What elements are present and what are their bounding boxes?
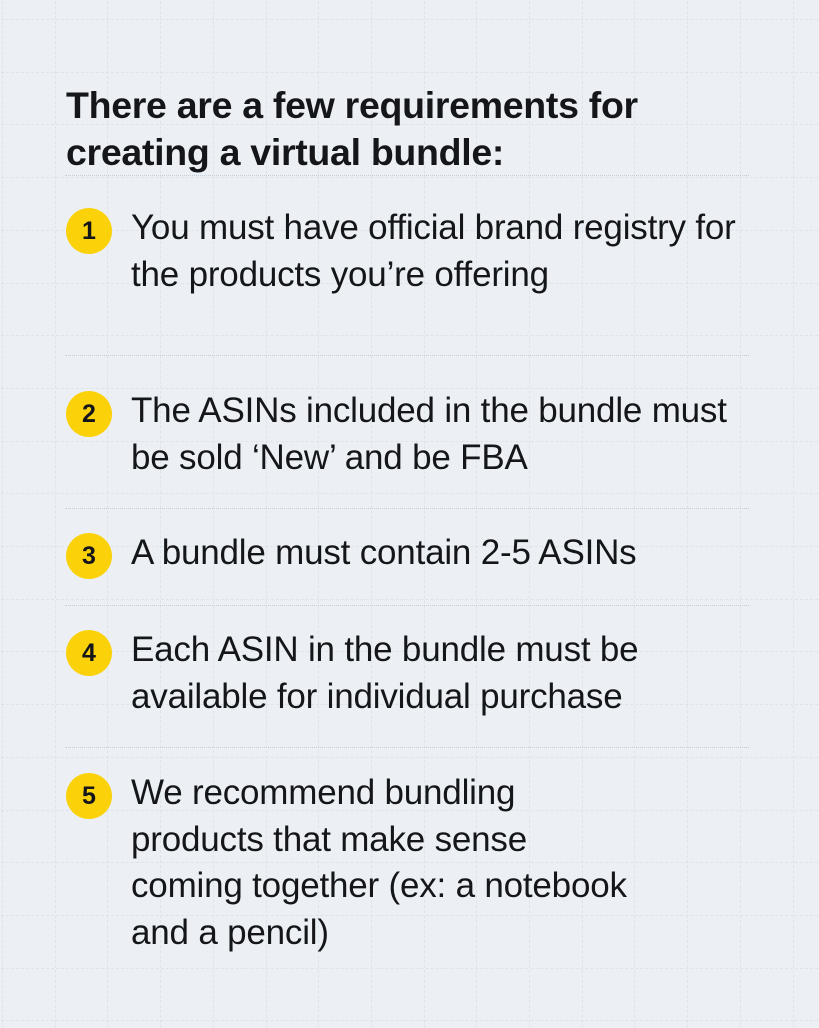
separator-1 [65,175,749,176]
step-number-badge: 2 [66,391,112,437]
grid-line-horizontal [0,19,819,20]
list-item-text: Each ASIN in the bundle must be availabl… [131,630,639,716]
list-item: 3 A bundle must contain 2-5 ASINs [66,530,766,579]
list-item-text: We recommend bundling products that make… [131,773,627,952]
list-item-text: You must have official brand registry fo… [131,208,736,294]
list-item: 5 We recommend bundling products that ma… [66,770,766,956]
separator-5 [65,747,749,748]
step-number-badge: 4 [66,630,112,676]
grid-line-vertical [54,0,56,1028]
separator-4 [65,605,749,606]
grid-line-horizontal [0,177,819,179]
list-item-text: A bundle must contain 2-5 ASINs [131,533,637,572]
grid-line-vertical [2,0,3,1028]
grid-line-horizontal [0,967,819,969]
separator-2 [65,355,749,356]
grid-line-horizontal [0,335,819,337]
step-number-badge: 1 [66,208,112,254]
page-title: There are a few requirements for creatin… [66,84,638,173]
grid-line-horizontal [0,598,819,600]
grid-line-vertical [792,0,794,1028]
list-item: 1 You must have official brand registry … [66,205,766,298]
list-item-text: The ASINs included in the bundle must be… [131,391,727,477]
grid-line-horizontal [0,756,819,758]
separator-3 [65,508,749,509]
grid-line-horizontal [0,71,819,73]
list-item: 4 Each ASIN in the bundle must be availa… [66,627,766,720]
list-item: 2 The ASINs included in the bundle must … [66,388,766,481]
step-number-badge: 5 [66,773,112,819]
grid-line-horizontal [0,493,819,495]
grid-line-horizontal [0,1020,819,1022]
step-number-badge: 3 [66,533,112,579]
